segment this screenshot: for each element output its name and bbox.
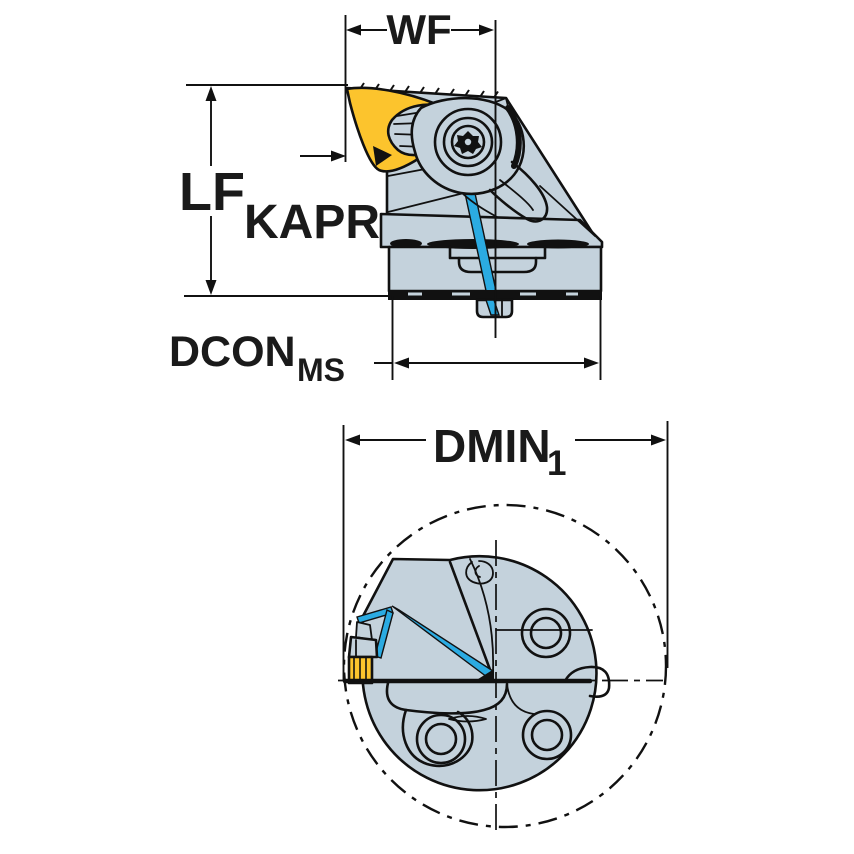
flat-step-bump xyxy=(563,665,611,698)
dcon-arrow-right xyxy=(584,357,599,369)
dcon-sub-label: MS xyxy=(297,352,345,388)
dimension-dmin1: DMIN 1 xyxy=(342,420,669,681)
bolt-hole-upper-right xyxy=(520,607,572,659)
dimension-lf: LF xyxy=(179,84,391,297)
insert-notch xyxy=(373,146,392,166)
block-slot xyxy=(448,245,547,274)
dmin-arrow-right xyxy=(651,434,666,446)
dcon-arrow-left xyxy=(394,357,409,369)
kapr-label: KAPR xyxy=(244,196,380,249)
coolant-branch-down xyxy=(374,608,394,659)
kapr-arrow xyxy=(331,150,346,162)
pocket-edge-line xyxy=(448,560,494,677)
dcon-label: DCON xyxy=(169,328,296,376)
top-slot xyxy=(465,560,494,585)
bolt-hole-lower-left xyxy=(415,713,467,765)
tool-body-front xyxy=(360,554,611,792)
dmin-circle xyxy=(342,503,668,829)
dimension-dcon-ms: DCON MS xyxy=(169,296,602,388)
center-wedge xyxy=(475,669,494,681)
clamp-arm-inner xyxy=(499,179,534,211)
screw-torx xyxy=(433,107,503,177)
centerlines-front xyxy=(338,540,663,830)
insert-facets-front xyxy=(353,658,367,682)
insert-and-clamp-front xyxy=(347,621,379,685)
dmin-sub-label: 1 xyxy=(547,444,566,483)
bottom-bar-highlights xyxy=(408,292,578,296)
lf-arrow-up xyxy=(205,86,217,101)
pocket-contours xyxy=(385,681,535,767)
lf-arrow-down xyxy=(205,280,217,295)
clamp-right-edge xyxy=(505,105,522,169)
clamp-arm xyxy=(488,160,549,223)
side-view: LF WF KAPR xyxy=(169,6,604,388)
flange xyxy=(379,212,604,249)
bolt-hole-lower-right xyxy=(521,709,573,761)
front-view: DMIN 1 xyxy=(338,420,669,830)
wf-label: WF xyxy=(386,6,451,53)
dmin-arrow-left xyxy=(345,434,360,446)
body-outline-front xyxy=(360,554,598,792)
lf-label: LF xyxy=(179,162,245,222)
wf-arrow-right xyxy=(479,24,494,36)
dmin-label: DMIN xyxy=(433,420,551,472)
wf-arrow-left xyxy=(346,24,361,36)
label-kapr: KAPR xyxy=(244,150,380,249)
clamp-front xyxy=(347,635,379,659)
dimension-wf: WF xyxy=(344,6,494,162)
